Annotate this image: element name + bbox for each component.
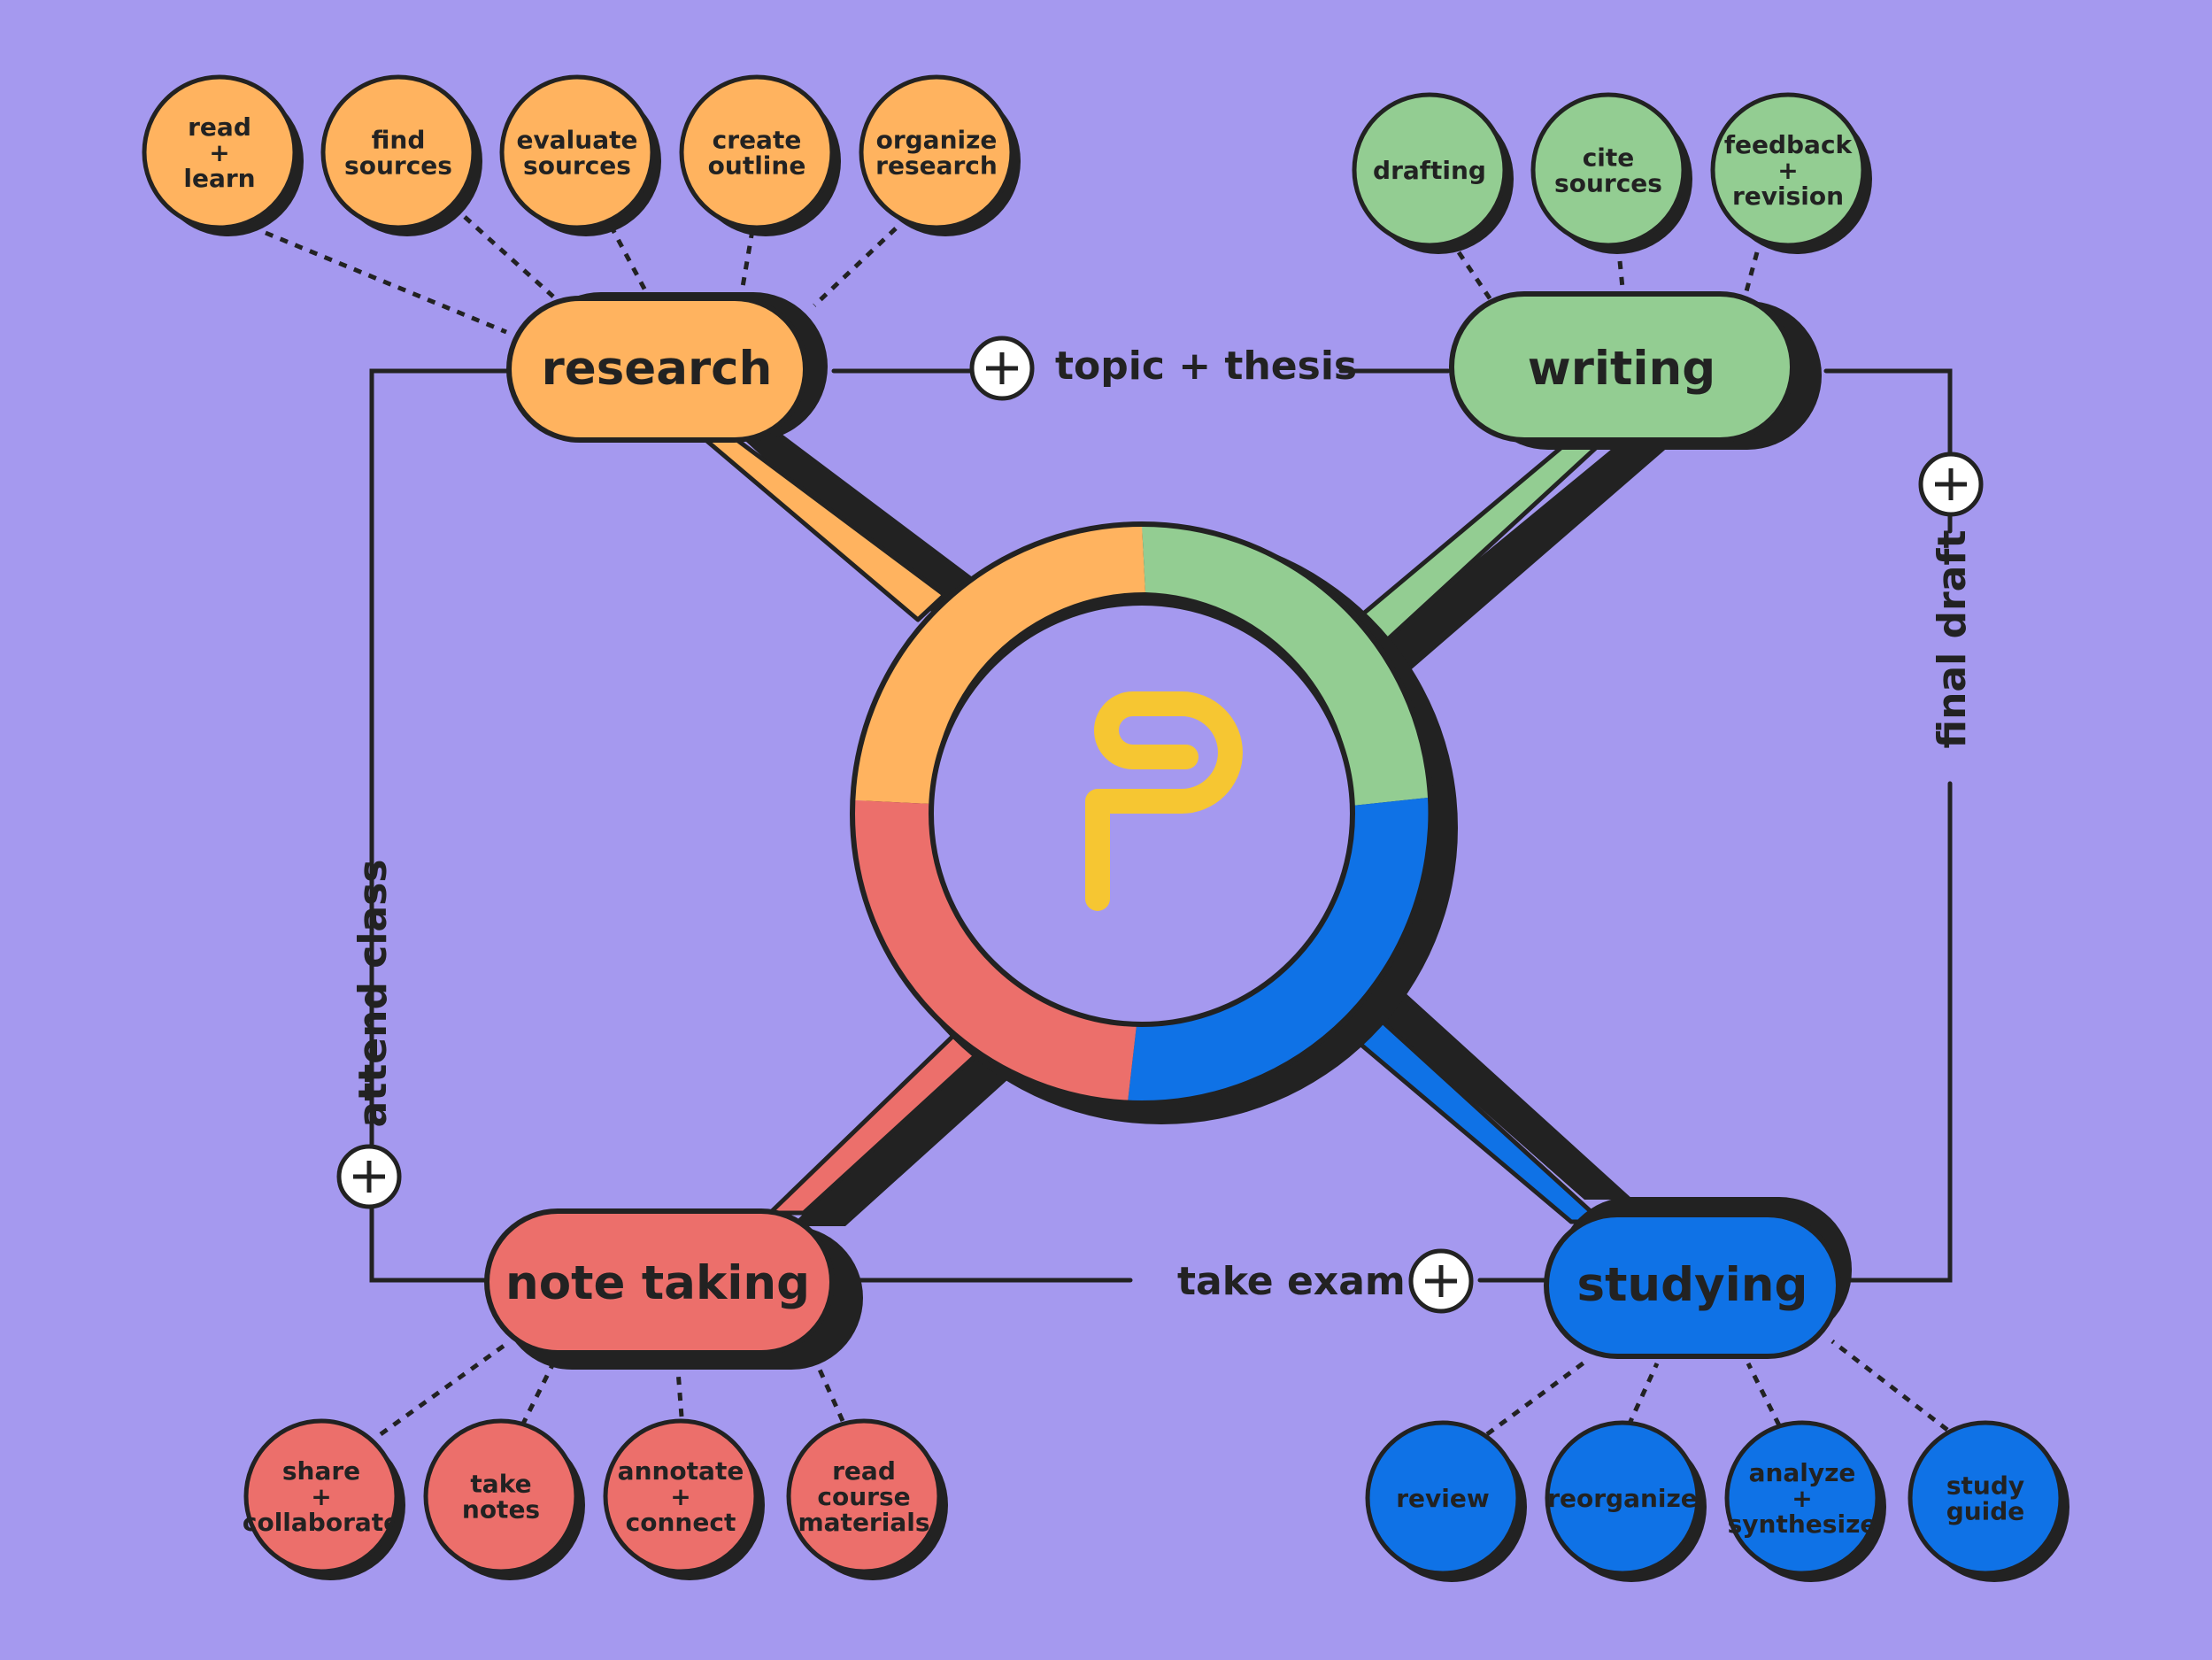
- subtopic-label: share+collaborate: [243, 1456, 400, 1537]
- node-writing-label: writing: [1528, 342, 1715, 396]
- subtopic-studying-3[interactable]: analyze+synthesize: [1724, 1420, 1886, 1582]
- subtopic-note-taking-1[interactable]: share+collaborate: [243, 1418, 405, 1580]
- connection-lines: [369, 368, 1953, 1283]
- node-studying[interactable]: studying: [1544, 1197, 1852, 1359]
- subtopic-research-1[interactable]: read+learn: [142, 74, 304, 236]
- plus-circle-icon[interactable]: [1408, 1248, 1474, 1314]
- plus-circle-icon[interactable]: [1918, 452, 1984, 517]
- subtopic-label: reorganize: [1547, 1484, 1698, 1513]
- connection-label-top: topic + thesis: [1055, 344, 1357, 389]
- node-writing[interactable]: writing: [1449, 291, 1822, 450]
- plus-circle-icon[interactable]: [336, 1144, 402, 1209]
- connection-label-left: attend class: [351, 860, 396, 1128]
- connection-label-bottom: take exam: [1177, 1259, 1406, 1304]
- subtopic-writing-1[interactable]: drafting: [1352, 92, 1514, 254]
- node-research-label: research: [542, 342, 773, 396]
- node-studying-label: studying: [1577, 1258, 1808, 1312]
- subtopic-label: review: [1396, 1484, 1490, 1513]
- subtopic-label: drafting: [1373, 156, 1486, 185]
- connection-label-right: final draft: [1930, 529, 1975, 748]
- node-note-taking-label: note taking: [505, 1256, 810, 1310]
- subtopic-links: [265, 215, 1949, 1437]
- p-logo-icon: [1085, 691, 1243, 911]
- center-hub: [850, 521, 1458, 1124]
- subtopic-studying-1[interactable]: review: [1365, 1420, 1527, 1582]
- subtopic-label: feedback+revision: [1724, 130, 1854, 211]
- subtopic-label: annotate+connect: [618, 1456, 744, 1537]
- node-note-taking[interactable]: note taking: [484, 1208, 863, 1370]
- plus-circle-icon[interactable]: [969, 336, 1035, 401]
- subtopic-studying-2[interactable]: reorganize: [1545, 1420, 1707, 1582]
- subtopic-writing-3[interactable]: feedback+revision: [1710, 92, 1872, 254]
- subtopic-label: read+learn: [183, 112, 255, 193]
- node-research[interactable]: research: [506, 292, 828, 443]
- subtopic-note-taking-3[interactable]: annotate+connect: [603, 1418, 765, 1580]
- subtopic-label: analyze+synthesize: [1728, 1458, 1877, 1539]
